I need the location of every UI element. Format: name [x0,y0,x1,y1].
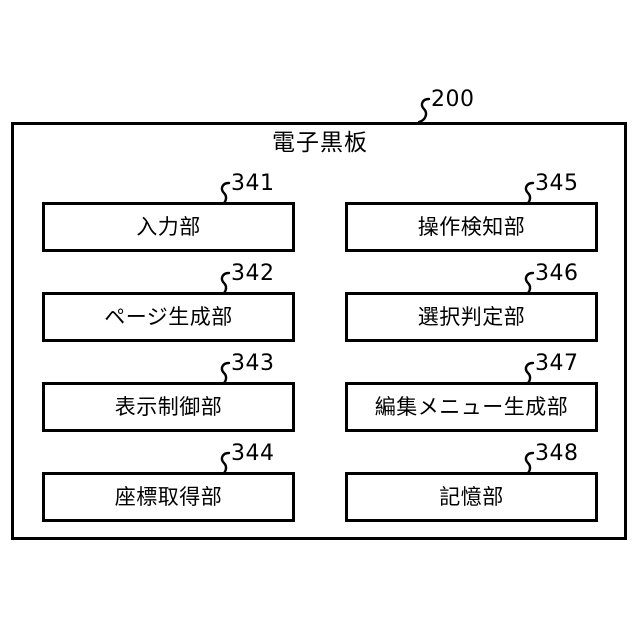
leader-hook-icon [417,97,431,124]
component-label: 表示制御部 [114,394,223,419]
component-box-page-generation-unit[interactable]: ページ生成部 [42,292,295,342]
reference-number-text: 348 [535,441,579,466]
component-label: 操作検知部 [417,214,526,239]
reference-number-text: 200 [431,87,475,112]
reference-number-text: 343 [231,351,275,376]
reference-number-text: 344 [231,441,275,466]
component-box-edit-menu-generation-unit[interactable]: 編集メニュー生成部 [345,382,598,432]
component-box-storage-unit[interactable]: 記憶部 [345,472,598,522]
reference-number-text: 342 [231,261,275,286]
component-box-coordinate-acquisition-unit[interactable]: 座標取得部 [42,472,295,522]
component-label: 記憶部 [439,484,504,509]
component-label: 編集メニュー生成部 [374,394,569,419]
component-box-selection-determination-unit[interactable]: 選択判定部 [345,292,598,342]
component-label: 座標取得部 [114,484,223,509]
component-box-input-unit[interactable]: 入力部 [42,202,295,252]
reference-number-text: 345 [535,171,579,196]
component-label: 選択判定部 [417,304,526,329]
reference-number-text: 346 [535,261,579,286]
component-label: 入力部 [136,214,201,239]
reference-number-text: 341 [231,171,275,196]
component-label: ページ生成部 [104,304,233,329]
reference-number-text: 347 [535,351,579,376]
device-title: 電子黒板 [272,130,368,156]
component-box-operation-detection-unit[interactable]: 操作検知部 [345,202,598,252]
component-box-display-control-unit[interactable]: 表示制御部 [42,382,295,432]
